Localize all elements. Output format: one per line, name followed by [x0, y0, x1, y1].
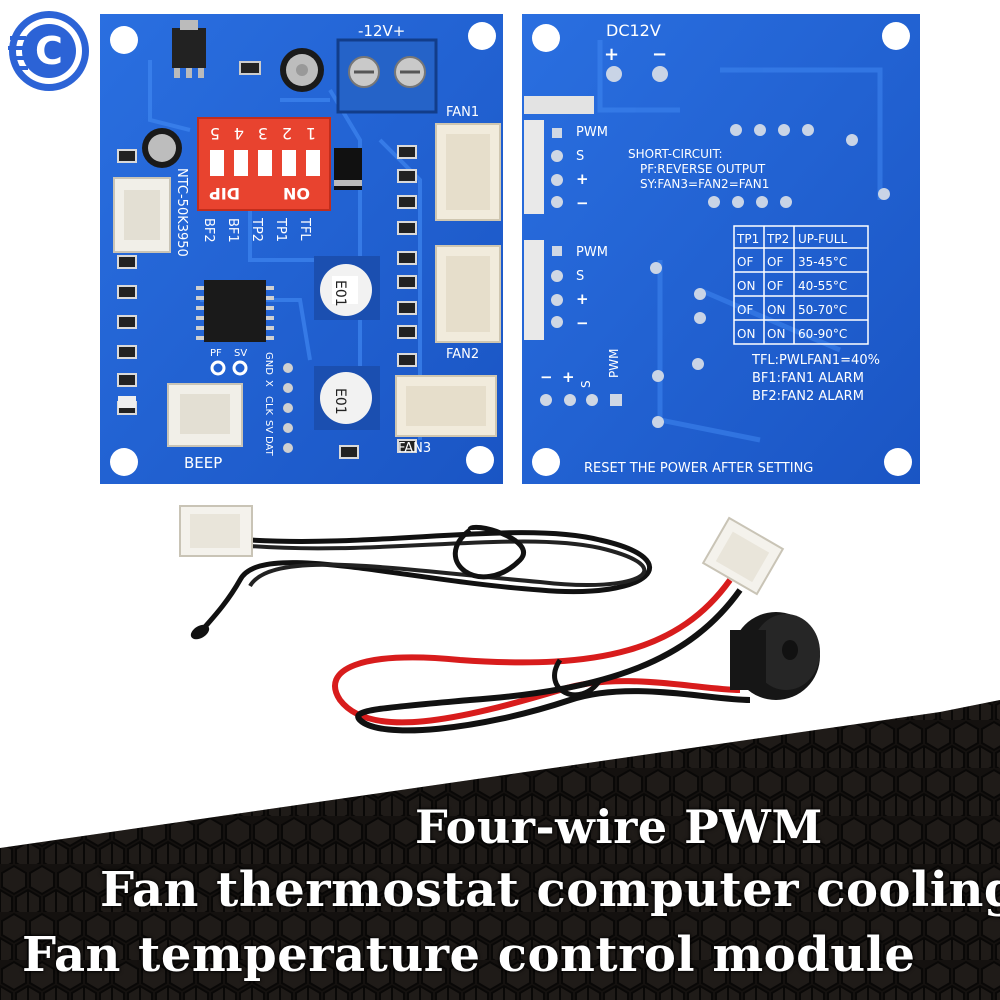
pin-label: + [562, 368, 575, 386]
switch-label: BF2 [201, 218, 216, 243]
switch-label: TP1 [273, 217, 288, 242]
beep-label: BEEP [184, 454, 222, 472]
table-cell: OF [737, 255, 753, 269]
dip-number: 3 [258, 124, 268, 143]
pin-label: − [540, 368, 553, 386]
sensor-label: NTC-50K3950 [174, 168, 189, 257]
pin-label: SV [263, 420, 274, 433]
note-line: SY:FAN3=FAN2=FAN1 [640, 177, 769, 191]
potentiometer: E01 [314, 256, 380, 320]
brand-logo-icon: C [6, 8, 92, 94]
switch-label: TP2 [249, 217, 264, 242]
note-line: TFL:PWLFAN1=40% [751, 353, 880, 368]
pin-label: S [576, 149, 584, 164]
table-header: UP-FULL [798, 232, 847, 246]
caption-background [0, 700, 1000, 1000]
pcb-front: -12V+ 5 4 3 2 1 DIP ON BF2 BF1 TP2 TP1 T… [100, 14, 503, 484]
note-line: BF1:FAN1 ALARM [752, 371, 864, 386]
ntc-sensor-cable [179, 505, 652, 640]
pin-label: S [576, 269, 584, 284]
pin-label: − [576, 314, 589, 332]
fan3-connector [395, 375, 497, 437]
dip-on-label: ON [283, 184, 310, 203]
fan1-connector [435, 123, 501, 221]
buzzer-connector [701, 516, 785, 596]
caption-line-1: Four-wire PWM [415, 800, 823, 854]
pot-label: E01 [332, 388, 348, 415]
pin-label: − [576, 194, 589, 212]
table-cell: ON [767, 327, 785, 341]
fan1-label: FAN1 [446, 105, 479, 120]
dip-number: 1 [306, 124, 316, 143]
ntc-connector [179, 505, 253, 557]
pin-label: CLK [263, 396, 274, 416]
pcb-back: DC12V + − PWM S + − PWM S + − [522, 14, 920, 484]
table-cell: 35-45°C [798, 255, 847, 269]
logo-letter: C [35, 29, 63, 73]
pin-label: PWM [576, 245, 608, 260]
switch-labels: BF2 BF1 TP2 TP1 TFL [201, 217, 312, 243]
pin-label: DAT [263, 436, 274, 457]
reset-notice: RESET THE POWER AFTER SETTING [584, 461, 813, 476]
dc12v-label: DC12V [606, 21, 661, 40]
dip-label: DIP [209, 184, 240, 203]
table-cell: 50-70°C [798, 303, 847, 317]
fan2-label: FAN2 [446, 347, 479, 362]
pin-label: GND [263, 352, 274, 375]
pin-label: + [576, 170, 589, 188]
pin-label: PWM [576, 125, 608, 140]
buzzer [730, 612, 820, 700]
pf-label: PF [210, 348, 222, 359]
dip-switch-levers [210, 150, 320, 176]
pin-label: PWM [607, 349, 621, 378]
dip-number: 2 [282, 124, 292, 143]
table-cell: OF [767, 255, 783, 269]
table-cell: ON [767, 303, 785, 317]
power-terminal-label: -12V+ [358, 22, 405, 40]
table-cell: OF [767, 279, 783, 293]
dip-number: 5 [210, 124, 220, 143]
sv-label: SV [234, 348, 247, 359]
dip-number: 4 [234, 124, 244, 143]
pin-label: S [579, 380, 593, 388]
logo-mark: C [8, 11, 89, 91]
beep-connector [167, 383, 243, 447]
minus-label: − [652, 44, 667, 65]
pin-label: X [263, 380, 274, 387]
table-cell: 60-90°C [798, 327, 847, 341]
potentiometer: E01 [314, 366, 380, 430]
pin-label: + [576, 290, 589, 308]
pot-label: E01 [332, 280, 348, 307]
plus-label: + [604, 44, 619, 65]
table-header: TP1 [736, 232, 759, 246]
switch-label: BF1 [225, 218, 240, 243]
note-line: BF2:FAN2 ALARM [752, 389, 864, 404]
table-cell: ON [737, 279, 755, 293]
caption-line-2: Fan thermostat computer cooling [100, 862, 1000, 918]
note-line: SHORT-CIRCUIT: [628, 147, 723, 161]
buzzer-cable [332, 516, 820, 734]
table-header: TP2 [766, 232, 789, 246]
controller-ic [204, 280, 266, 342]
fan3-label: FAN3 [398, 441, 431, 456]
table-cell: ON [737, 327, 755, 341]
table-cell: 40-55°C [798, 279, 847, 293]
note-line: PF:REVERSE OUTPUT [640, 162, 766, 176]
temperature-table [733, 225, 869, 345]
caption-line-3: Fan temperature control module [22, 927, 916, 983]
fan2-connector [435, 245, 501, 343]
switch-label: TFL [297, 217, 312, 241]
table-cell: OF [737, 303, 753, 317]
